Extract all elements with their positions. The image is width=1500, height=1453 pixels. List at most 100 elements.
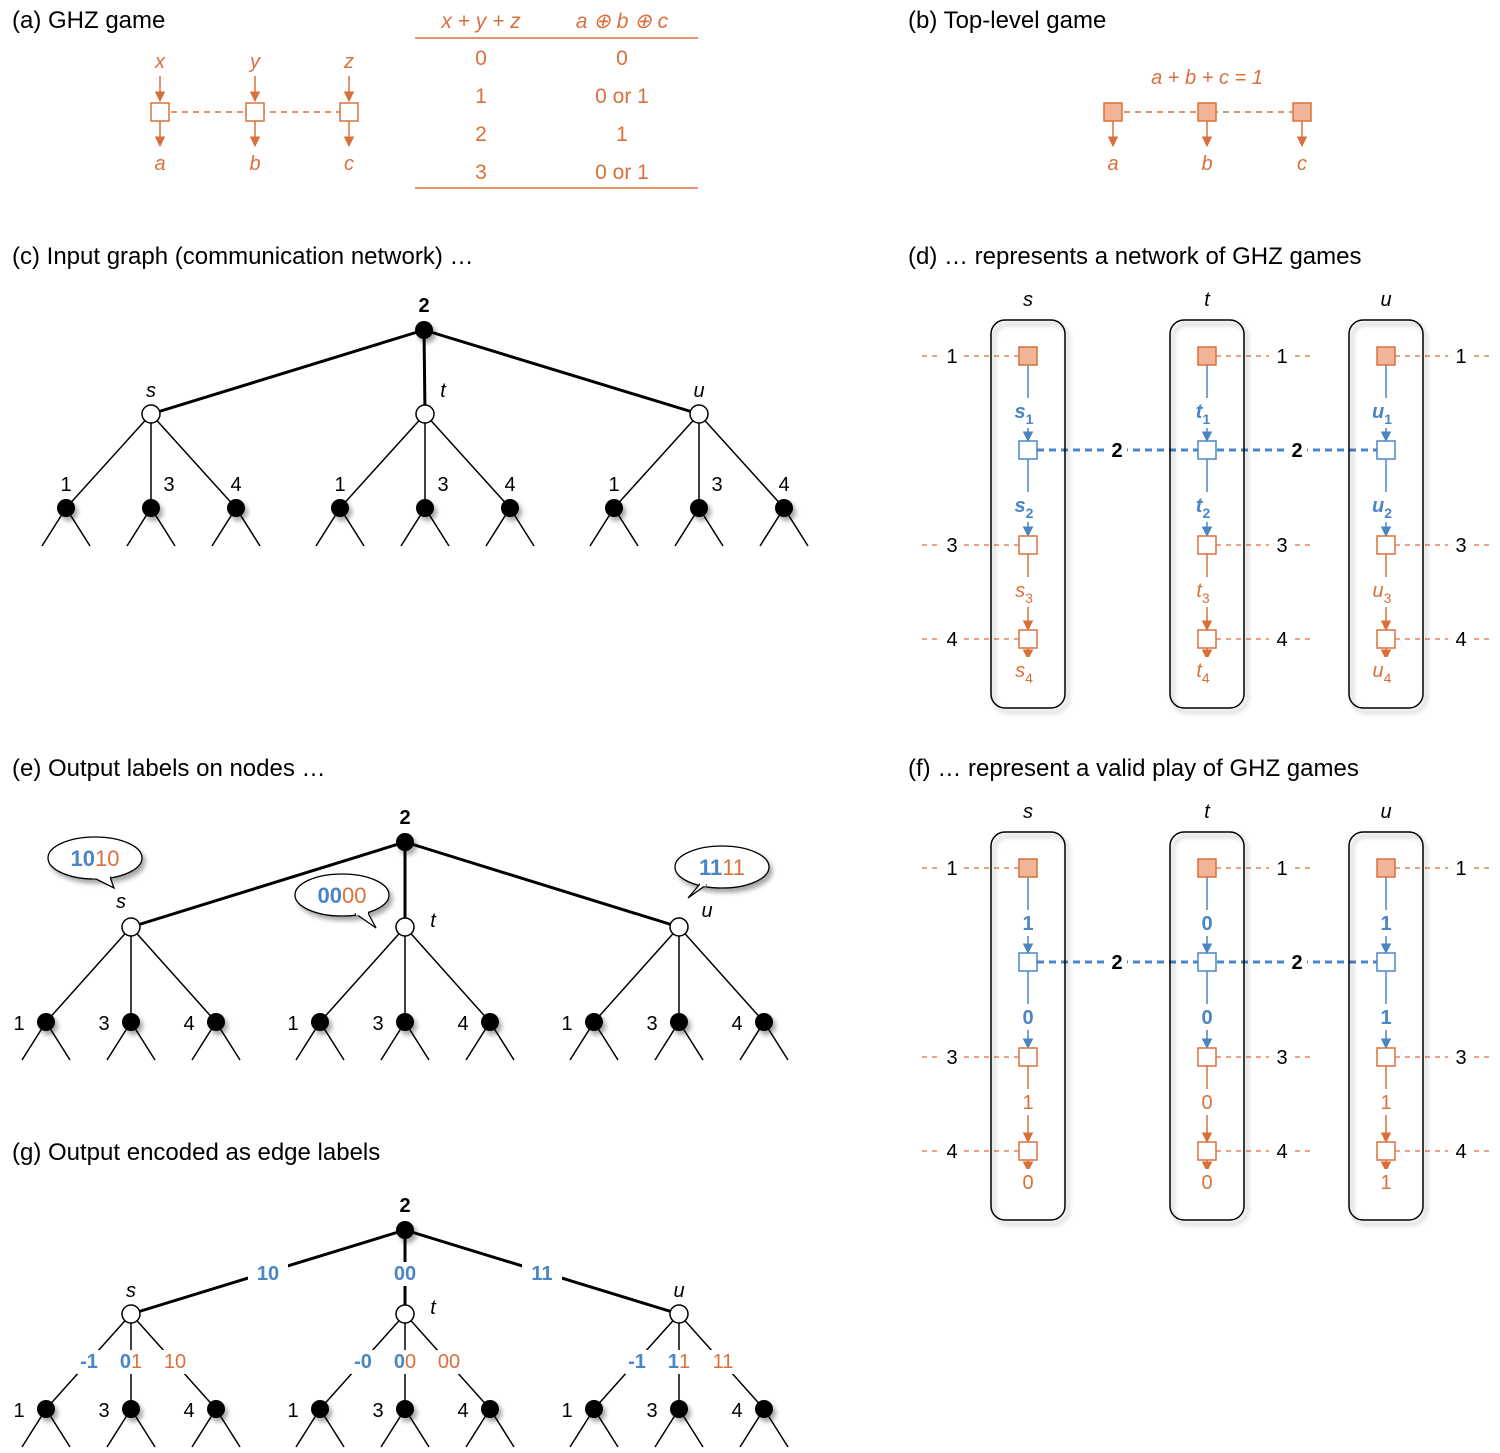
- leaf-label: 4: [731, 1400, 742, 1422]
- variable-name: t: [1196, 495, 1204, 517]
- edge-label-blue-part: -0: [354, 1351, 372, 1373]
- variable-label: u3: [1373, 580, 1392, 606]
- value-label: 0: [1201, 1172, 1212, 1194]
- port-label: 1: [1455, 858, 1466, 880]
- column-label: u: [1380, 289, 1391, 311]
- ghz-box: [1197, 535, 1217, 555]
- leaf-node: [122, 1013, 140, 1031]
- leaf-label: 3: [372, 1400, 383, 1422]
- variable-name: t: [1196, 401, 1204, 423]
- table-cell: 0 or 1: [595, 85, 649, 108]
- variable-name: u: [1373, 660, 1384, 682]
- value-label: 0: [1022, 1172, 1033, 1194]
- leaf-node: [605, 499, 623, 517]
- top-game-box: [1018, 858, 1038, 878]
- leaf-node: [501, 499, 519, 517]
- variable-label: u2: [1372, 495, 1392, 521]
- player-1: x a: [150, 51, 170, 175]
- ghz-box: [1376, 1141, 1396, 1161]
- root-node: [396, 833, 414, 851]
- table-row: 3 0 or 1: [475, 161, 649, 184]
- edge-label-blue-part: 0: [394, 1351, 405, 1373]
- leaf-node: [37, 1013, 55, 1031]
- column-label: s: [1023, 289, 1033, 311]
- bubble-label: 1010: [71, 846, 120, 871]
- bubble-orange-part: 11: [722, 855, 745, 880]
- table-cell: 3: [475, 161, 487, 184]
- output-label: c: [1297, 153, 1307, 175]
- leaf-node: [396, 1013, 414, 1031]
- table-row: 2 1: [475, 123, 628, 146]
- leaf-node: [331, 499, 349, 517]
- variable-label: t2: [1196, 495, 1211, 521]
- edge-label-blue-part: -1: [628, 1351, 646, 1373]
- ghz-box: [1376, 1047, 1396, 1067]
- leaf-node: [690, 499, 708, 517]
- ghz-box: [1018, 1141, 1038, 1161]
- ghz-box: [1197, 1047, 1217, 1067]
- label-bubble: 1010: [47, 836, 143, 890]
- ghz-table: x + y + z a ⊕ b ⊕ c 0 0 1 0 or 1 2 1 3 0…: [415, 10, 698, 189]
- port-label: 4: [1455, 629, 1466, 651]
- leaf-label: 4: [504, 474, 515, 496]
- ghz-box: [1018, 535, 1038, 555]
- tree-edge: [678, 926, 765, 1023]
- variable-label: s2: [1015, 495, 1034, 521]
- value-label: 1: [1380, 913, 1391, 935]
- link-label: 2: [1291, 440, 1302, 462]
- port-label: 1: [946, 346, 957, 368]
- port-label: 4: [1455, 1141, 1466, 1163]
- port-label: 4: [1276, 1141, 1287, 1163]
- node-label: s: [146, 380, 156, 402]
- output-label: b: [249, 153, 260, 175]
- leaf-node: [755, 1013, 773, 1031]
- node-u: [669, 1304, 689, 1324]
- link-label: 2: [1111, 440, 1122, 462]
- ghz-box-blue: [1018, 440, 1038, 460]
- column-label: t: [1204, 289, 1211, 311]
- value-label: 0: [1022, 1007, 1033, 1029]
- panel-f-title: (f) … represent a valid play of GHZ game…: [908, 755, 1359, 782]
- leaf-node: [207, 1013, 225, 1031]
- node-u: [689, 404, 709, 424]
- player-box: [1103, 102, 1123, 122]
- leaf-label: 1: [13, 1013, 24, 1035]
- root-label: 2: [399, 807, 410, 829]
- node-label: u: [673, 1280, 684, 1302]
- column-label: s: [1023, 801, 1033, 823]
- value-label: 1: [1022, 913, 1033, 935]
- variable-name: s: [1015, 401, 1026, 423]
- ghz-box-blue: [1376, 440, 1396, 460]
- ghz-box-blue: [1197, 440, 1217, 460]
- bubble-label: 1111: [699, 855, 745, 880]
- constraint-label: a + b + c = 1: [1151, 67, 1263, 89]
- value-label: 0: [1201, 1092, 1212, 1114]
- variable-subscript: 1: [1026, 411, 1034, 427]
- edge-label-blue-part: 0: [120, 1351, 131, 1373]
- variable-subscript: 1: [1384, 411, 1392, 427]
- input-label: z: [343, 51, 354, 73]
- value-label: 1: [1380, 1007, 1391, 1029]
- panel-e-title: (e) Output labels on nodes …: [12, 755, 326, 782]
- variable-label: t1: [1196, 401, 1211, 427]
- node-label: s: [126, 1280, 136, 1302]
- leaf-node: [57, 499, 75, 517]
- value-label: 1: [1380, 1172, 1391, 1194]
- value-label: 1: [1380, 1092, 1391, 1114]
- leaf-label: 3: [646, 1400, 657, 1422]
- bubble-orange-part: 10: [95, 846, 119, 871]
- bubble-blue-part: 00: [318, 883, 342, 908]
- player-box: [150, 102, 170, 122]
- label-bubble: 0000: [294, 873, 390, 929]
- player-container: [1169, 831, 1245, 1221]
- leaf-node: [122, 1400, 140, 1418]
- edge-label-blue-part: -1: [80, 1351, 98, 1373]
- leaf-label: 1: [287, 1013, 298, 1035]
- leaf-node: [207, 1400, 225, 1418]
- port-label: 1: [1455, 346, 1466, 368]
- tree-edge: [339, 413, 426, 509]
- tree-edge: [424, 413, 511, 509]
- edge-label: 10: [257, 1263, 279, 1285]
